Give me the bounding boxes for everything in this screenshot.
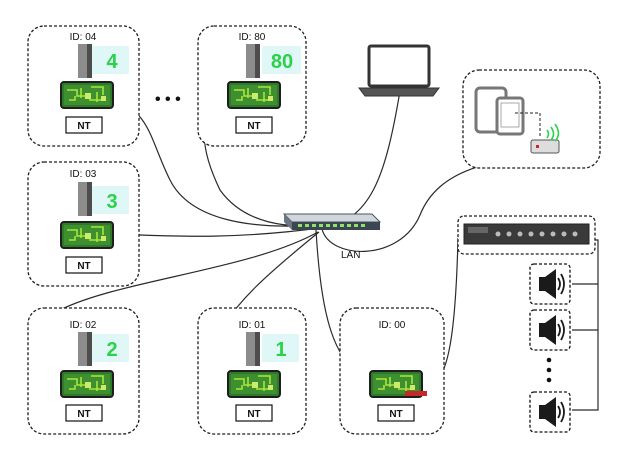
panel-device-icon [246, 332, 260, 366]
speaker-icon [529, 391, 571, 433]
nt-label: NT [77, 261, 90, 272]
circuit-board-icon [227, 81, 281, 109]
node-id-label: ID: 00 [379, 320, 406, 331]
panel-device-icon [78, 332, 92, 366]
circuit-board-icon [60, 221, 114, 249]
node-id-label: ID: 03 [70, 169, 97, 180]
amplifier-icon [457, 215, 596, 255]
node-display: 1 [275, 339, 286, 361]
node-id01: ID: 01 1 NT [197, 307, 307, 435]
circuit-board-icon [60, 370, 114, 398]
node-id-label: ID: 02 [70, 320, 97, 331]
nt-label: NT [247, 121, 260, 132]
node-id-label: ID: 01 [239, 320, 266, 331]
speaker-ellipsis [546, 357, 552, 383]
node-id-label: ID: 80 [239, 32, 266, 43]
nt-label: NT [77, 409, 90, 420]
circuit-board-icon [227, 370, 281, 398]
node-id04: ID: 04 4 NT [27, 25, 140, 147]
node-id02: ID: 02 2 NT [27, 307, 140, 435]
node-id00-master: ID: 00 NT [339, 307, 445, 435]
nt-label: NT [77, 121, 90, 132]
node-display: 2 [106, 339, 117, 361]
node-ellipsis: • • • [155, 91, 181, 108]
mobile-devices-group [462, 69, 601, 169]
node-display: 3 [106, 191, 117, 213]
node-id80: ID: 80 80 NT [197, 25, 307, 147]
node-id03: ID: 03 3 NT [27, 161, 140, 287]
lan-label: LAN [341, 250, 360, 261]
nt-label: NT [247, 409, 260, 420]
panel-device-icon [78, 44, 92, 78]
panel-device-icon [246, 44, 260, 78]
speaker-icon [529, 263, 571, 305]
panel-device-icon [78, 182, 92, 216]
node-id-label: ID: 04 [70, 32, 97, 43]
wifi-router-icon [530, 123, 560, 154]
speaker-icon [529, 309, 571, 351]
circuit-board-icon [60, 81, 114, 109]
wireless-link [515, 112, 541, 137]
nt-label: NT [389, 409, 402, 420]
phone-icon [495, 96, 525, 136]
laptop-icon [358, 44, 440, 97]
network-switch-icon [282, 213, 382, 230]
node-display: 80 [271, 51, 293, 73]
node-display: 4 [106, 51, 118, 73]
speaker-cables [572, 239, 599, 411]
